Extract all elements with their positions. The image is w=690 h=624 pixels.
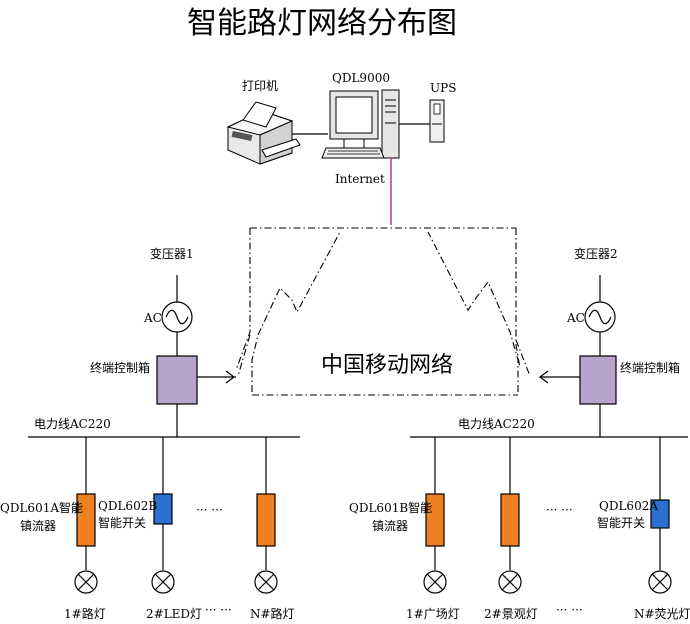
- lamp-ellipsis-right: ··· ···: [556, 603, 583, 617]
- ups-label: UPS: [430, 81, 456, 95]
- terminal-controller-left: [156, 355, 198, 405]
- printer-icon: [226, 101, 301, 165]
- ballast-label-right-2: 镇流器: [372, 519, 408, 533]
- ballast-label-left-2: 镇流器: [20, 519, 56, 533]
- ballast-device-right-2: [500, 493, 520, 547]
- ac-label-left: AC: [143, 311, 162, 325]
- lamp-ellipsis-left: ··· ···: [205, 603, 232, 617]
- powerline-label-left: 电力线AC220: [34, 417, 111, 431]
- internet-label: Internet: [335, 172, 385, 186]
- lamp-label-left-1: 1#路灯: [64, 606, 106, 621]
- switch-label-right-2: 智能开关: [597, 515, 645, 530]
- switch-label-right-1: QDL602A: [599, 499, 658, 513]
- ac-source-icon: [161, 301, 193, 333]
- server-label: QDL9000: [332, 71, 390, 85]
- transformer-1-label: 变压器1: [150, 246, 194, 261]
- lamp-icon: [498, 570, 522, 594]
- ellipsis-right: ··· ···: [546, 503, 573, 517]
- ballast-label-right-1: QDL601B智能: [349, 500, 432, 515]
- lamp-icon: [423, 570, 447, 594]
- controller-label-right: 终端控制箱: [620, 360, 680, 375]
- switch-label-left-1: QDL602B: [98, 499, 157, 513]
- powerline-label-right: 电力线AC220: [458, 417, 535, 431]
- ac-source-icon: [584, 301, 616, 333]
- lamp-label-left-n: N#路灯: [250, 606, 295, 621]
- diagram-title: 智能路灯网络分布图: [187, 6, 457, 41]
- lamp-icon: [254, 570, 278, 594]
- lamp-icon: [74, 570, 98, 594]
- ups-icon: [429, 99, 445, 143]
- network-label: 中国移动网络: [321, 353, 453, 378]
- lamp-icon: [151, 570, 175, 594]
- mobile-network-cloud: [235, 227, 531, 396]
- controller-label-left: 终端控制箱: [90, 360, 150, 375]
- ballast-device-left-n: [256, 493, 276, 547]
- transformer-2-label: 变压器2: [574, 246, 618, 261]
- ellipsis-left: ··· ···: [196, 503, 223, 517]
- lamp-label-right-n: N#荧光灯: [634, 607, 690, 621]
- terminal-controller-right: [579, 355, 617, 405]
- lamp-label-left-2: 2#LED灯: [146, 607, 202, 621]
- ac-label-right: AC: [566, 311, 585, 325]
- lamp-label-right-1: 1#广场灯: [406, 607, 460, 621]
- lamp-label-right-2: 2#景观灯: [484, 607, 538, 621]
- switch-label-left-2: 智能开关: [98, 515, 146, 530]
- lamp-icon: [648, 570, 672, 594]
- computer-icon: [321, 89, 400, 159]
- printer-label: 打印机: [242, 79, 278, 93]
- ballast-label-left-1: QDL601A智能: [0, 500, 83, 515]
